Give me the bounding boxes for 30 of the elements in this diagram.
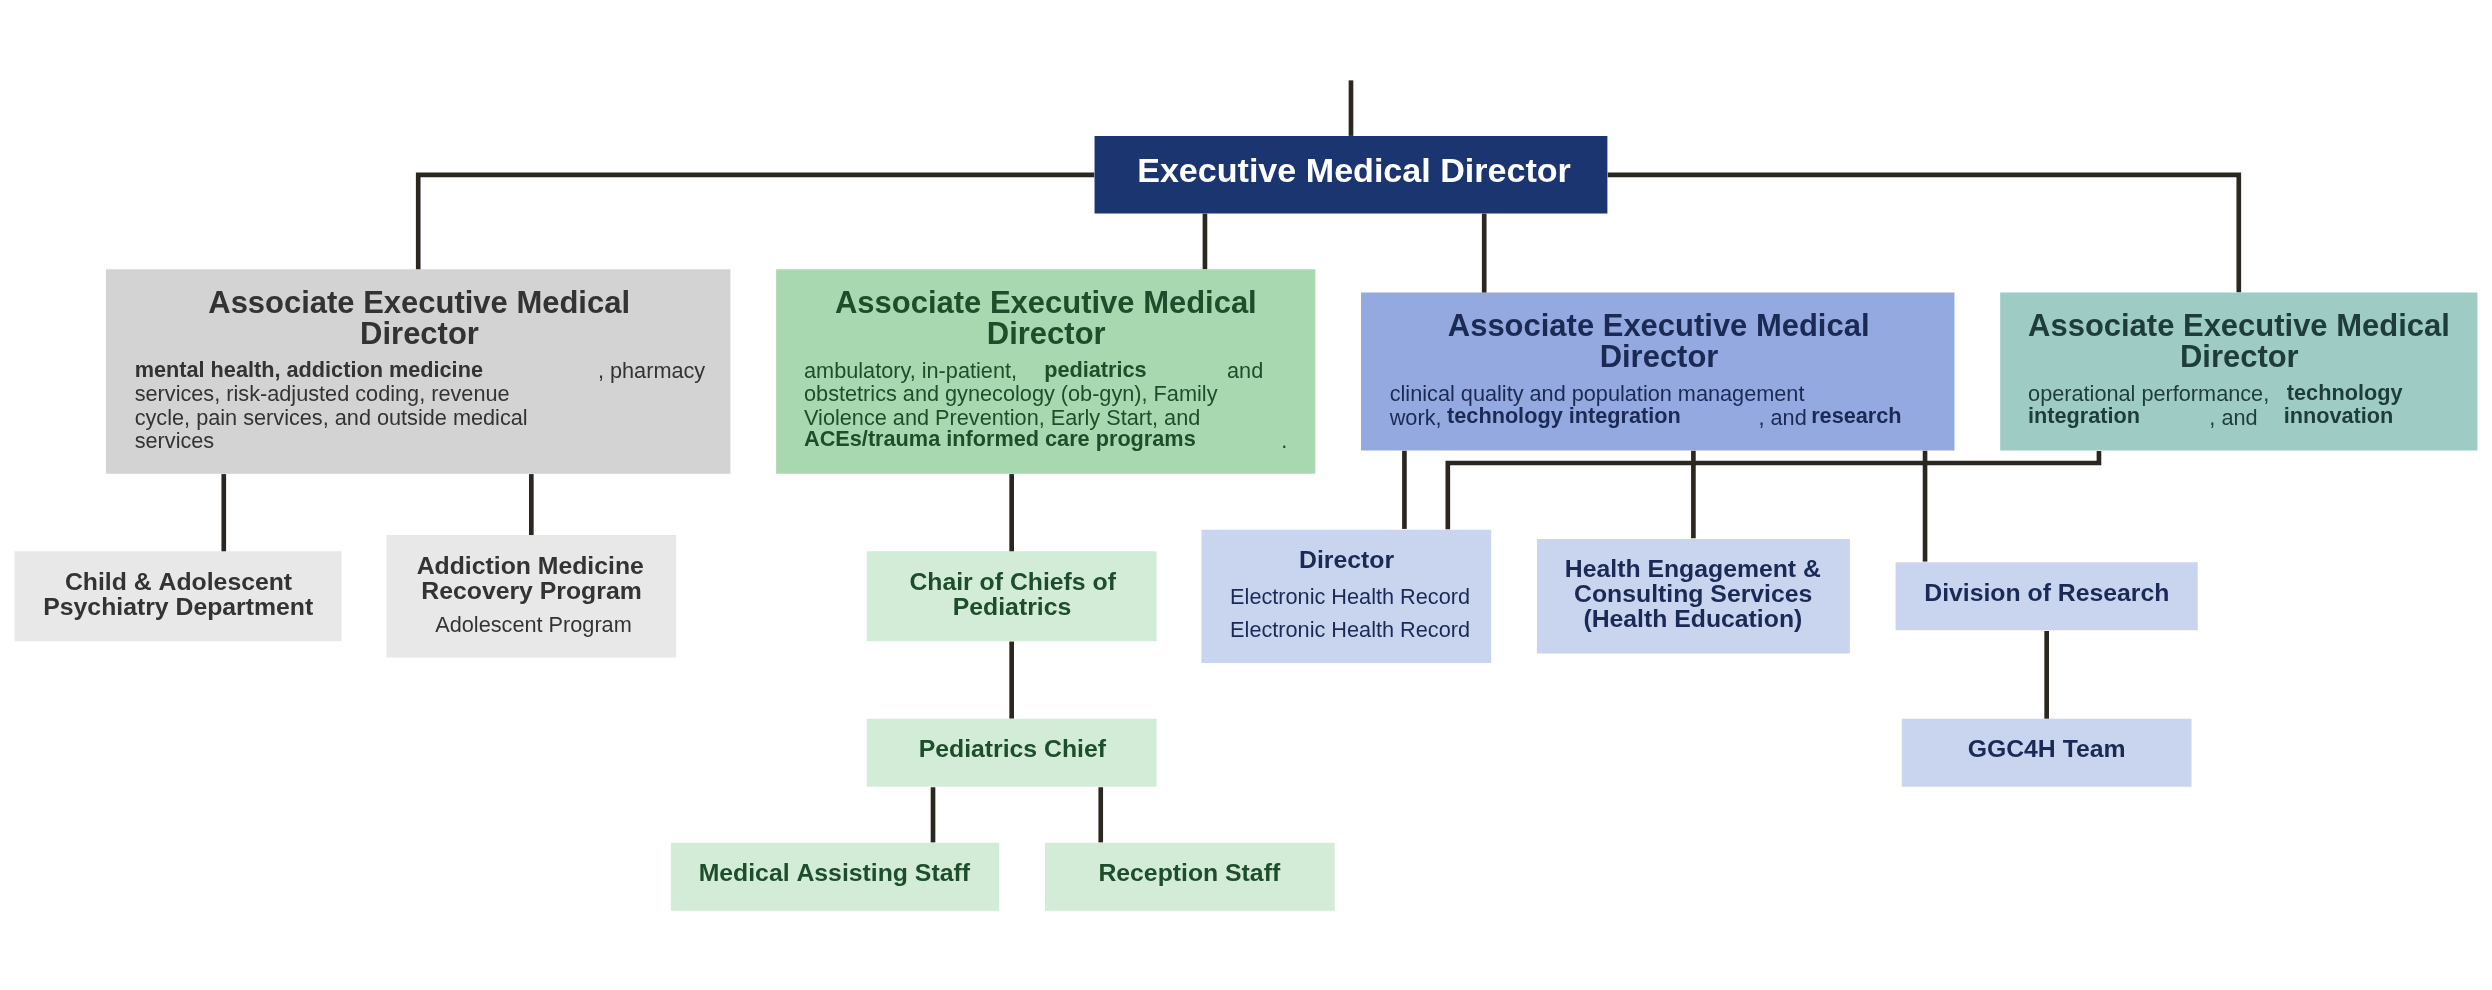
node-box: Associate Executive Medical Director clinical quality and population management work, technology integration, and research	[1361, 292, 1955, 451]
node-box: Division of Research	[1895, 562, 2198, 631]
connector	[1098, 787, 1104, 843]
connector	[1691, 450, 1696, 539]
connector	[2044, 631, 2049, 719]
connector	[1348, 80, 1354, 136]
node-box: Health Engagement & Consulting Services (Health Education)	[1536, 538, 1850, 654]
node-box: Medical Assisting Staff	[670, 842, 1000, 911]
node-box: Reception Staff	[1044, 842, 1335, 911]
connector	[1922, 450, 1928, 562]
connector	[1402, 450, 1407, 529]
connector	[529, 474, 534, 536]
connector	[1481, 213, 1487, 293]
connector	[1202, 213, 1208, 270]
node-box: GGC4H Team	[1901, 718, 2192, 787]
node-box: Chair of Chiefs of Pediatrics	[866, 551, 1157, 642]
connector	[221, 474, 227, 552]
node-box: Associate Executive Medical Director operational performance, technology integration, and innovation	[2000, 292, 2478, 451]
node-box: Child & Adolescent Psychiatry Department	[14, 551, 342, 642]
connector	[1607, 172, 2242, 293]
node-box: Associate Executive Medical Director ambulatory, in-patient, pediatrics and obstetrics and gynecology (ob-gyn), Family Violence and Prevention, Early Start, and ACEs/trauma informed care programs.	[776, 269, 1316, 474]
node-box: Addiction Medicine Recovery Program Adolescent Program	[386, 535, 677, 658]
connector	[415, 172, 1095, 270]
node-box: Executive Medical Director	[1094, 136, 1608, 214]
node-box: Director Electronic Health Record Electronic Health Record	[1201, 529, 1492, 663]
connector	[1009, 474, 1014, 552]
node-box: Associate Executive Medical Director mental health, addiction medicine, pharmacy services, risk-adjusted coding, revenue cycle, pain services, and outside medical services	[106, 269, 731, 474]
node-box: Pediatrics Chief	[866, 718, 1157, 787]
connector	[1009, 641, 1014, 719]
connector	[930, 787, 936, 843]
